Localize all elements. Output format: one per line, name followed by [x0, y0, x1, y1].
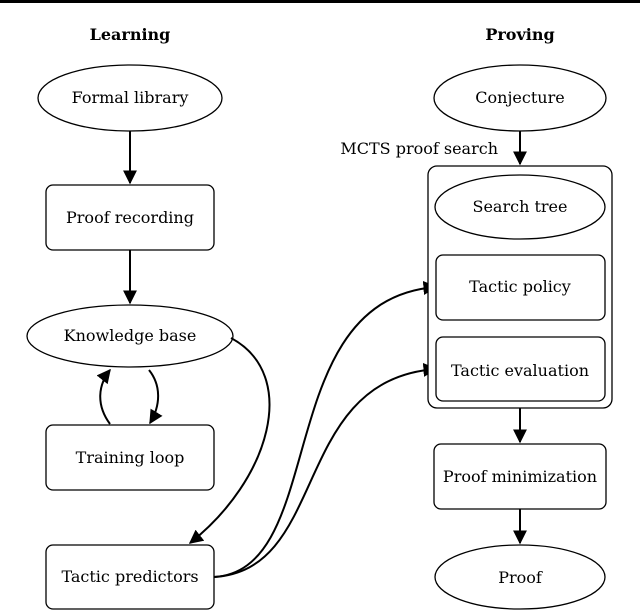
node-search-tree: Search tree — [434, 174, 606, 240]
tactic-policy-label: Tactic policy — [469, 277, 571, 296]
proof-recording-label: Proof recording — [66, 208, 194, 227]
mcts-label: MCTS proof search — [340, 139, 498, 158]
node-formal-library: Formal library — [37, 64, 223, 132]
node-tactic-evaluation: Tactic evaluation — [435, 336, 606, 402]
formal-library-label: Formal library — [72, 88, 189, 107]
edge-predictors-to-policy — [213, 281, 438, 578]
edge-knowledge-to-predictors — [188, 337, 271, 544]
edge-knowledge-to-training — [148, 369, 163, 425]
node-tactic-policy: Tactic policy — [435, 254, 606, 321]
node-training-loop: Training loop — [45, 424, 215, 491]
node-proof: Proof — [434, 544, 606, 610]
tactic-predictors-label: Tactic predictors — [61, 567, 198, 586]
node-conjecture: Conjecture — [433, 64, 607, 132]
proof-label: Proof — [498, 568, 543, 587]
node-knowledge-base: Knowledge base — [26, 304, 234, 368]
knowledge-base-label: Knowledge base — [64, 326, 197, 345]
proof-minimization-label: Proof minimization — [443, 467, 597, 486]
node-tactic-predictors: Tactic predictors — [45, 544, 215, 610]
search-tree-label: Search tree — [473, 197, 568, 216]
conjecture-label: Conjecture — [475, 88, 564, 107]
edge-predictors-to-evaluation — [213, 362, 438, 578]
tactic-evaluation-label: Tactic evaluation — [451, 361, 589, 380]
learning-heading: Learning — [90, 25, 171, 44]
node-proof-recording: Proof recording — [45, 184, 215, 251]
proving-heading: Proving — [485, 25, 554, 44]
edge-training-to-knowledge — [96, 368, 111, 425]
node-proof-minimization: Proof minimization — [433, 443, 607, 510]
training-loop-label: Training loop — [76, 448, 185, 467]
